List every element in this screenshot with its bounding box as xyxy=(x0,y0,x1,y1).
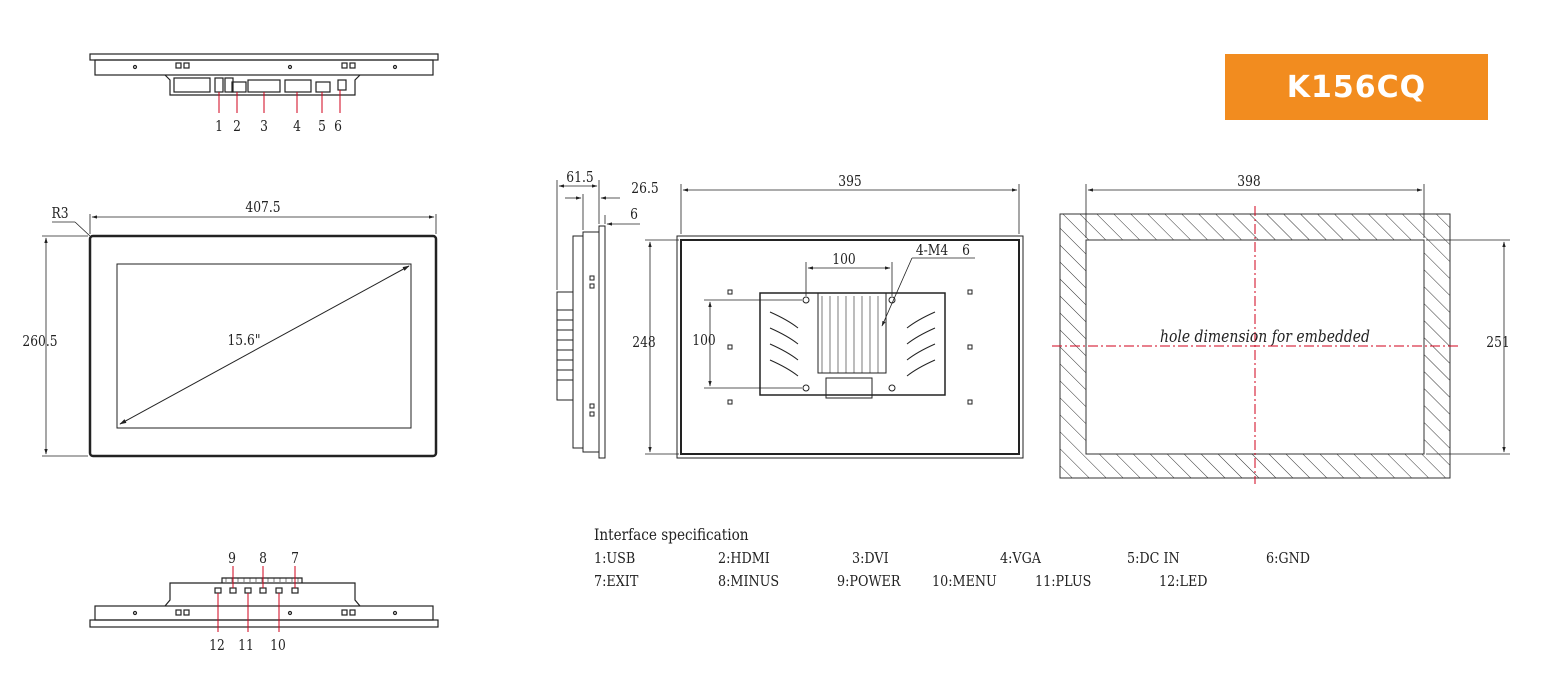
interface-item: 4:VGA xyxy=(1000,549,1042,567)
interface-item: 1:USB xyxy=(594,549,636,567)
cutout-dimensions xyxy=(1085,184,1510,455)
mount-depth-label: 6 xyxy=(962,242,970,259)
interface-item: 3:DVI xyxy=(852,549,889,567)
interface-item: 10:MENU xyxy=(932,572,997,590)
model-badge: K156CQ xyxy=(1225,54,1488,120)
side-front-label: 6 xyxy=(630,206,638,223)
callout-6: 6 xyxy=(334,118,342,135)
cutout-label: hole dimension for embedded xyxy=(1160,327,1370,347)
side-dimensions xyxy=(556,180,640,290)
callout-7: 7 xyxy=(291,550,299,567)
callout-1: 1 xyxy=(215,118,223,135)
mount-label: 4-M4 xyxy=(916,242,949,259)
side-bezel-label: 26.5 xyxy=(631,180,658,197)
interface-specification: Interface specification 1:USB 2:HDMI 3:D… xyxy=(594,525,1354,595)
bottom-callout-labels: 9 8 7 12 11 10 xyxy=(209,550,299,654)
hole-spacing-v-label: 100 xyxy=(692,332,715,349)
front-view xyxy=(88,234,438,458)
front-width-label: 407.5 xyxy=(245,199,280,216)
callout-4: 4 xyxy=(293,118,301,135)
interface-row-2: 7:EXIT 8:MINUS 9:POWER 10:MENU 11:PLUS 1… xyxy=(594,572,1354,595)
callout-9: 9 xyxy=(228,550,236,567)
interface-item: 7:EXIT xyxy=(594,572,639,590)
bottom-callout-leaders xyxy=(217,566,296,632)
cutout-width-label: 398 xyxy=(1237,173,1260,190)
interface-row-1: 1:USB 2:HDMI 3:DVI 4:VGA 5:DC IN 6:GND xyxy=(594,549,1354,572)
interface-item: 11:PLUS xyxy=(1035,572,1092,590)
top-callout-leaders xyxy=(218,90,341,113)
interface-item: 6:GND xyxy=(1266,549,1310,567)
hole-spacing-label: 100 xyxy=(832,251,855,268)
rear-width-label: 395 xyxy=(838,173,861,190)
interface-item: 12:LED xyxy=(1159,572,1208,590)
front-height-label: 260.5 xyxy=(22,333,57,350)
callout-3: 3 xyxy=(260,118,268,135)
top-port-view xyxy=(89,53,439,96)
callout-8: 8 xyxy=(259,550,267,567)
front-radius-label: R3 xyxy=(51,205,68,222)
bottom-button-view xyxy=(89,577,439,628)
callout-12: 12 xyxy=(209,637,225,654)
top-callout-labels: 1 2 3 4 5 6 xyxy=(215,118,342,135)
rear-dimensions xyxy=(645,184,1020,455)
front-dimensions xyxy=(42,214,437,457)
cutout-view xyxy=(1052,206,1458,484)
diagonal-label: 15.6" xyxy=(227,332,260,349)
rear-height-label: 248 xyxy=(632,334,655,351)
side-view xyxy=(556,225,606,459)
interface-item: 2:HDMI xyxy=(718,549,770,567)
interface-item: 5:DC IN xyxy=(1127,549,1180,567)
callout-10: 10 xyxy=(270,637,286,654)
interface-title: Interface specification xyxy=(594,525,749,544)
callout-11: 11 xyxy=(238,637,254,654)
callout-2: 2 xyxy=(233,118,241,135)
side-depth-label: 61.5 xyxy=(566,169,593,186)
model-name: K156CQ xyxy=(1286,69,1427,105)
rear-view xyxy=(676,235,1024,459)
interface-item: 8:MINUS xyxy=(718,572,780,590)
interface-item: 9:POWER xyxy=(837,572,901,590)
callout-5: 5 xyxy=(318,118,326,135)
cutout-height-label: 251 xyxy=(1486,334,1509,351)
